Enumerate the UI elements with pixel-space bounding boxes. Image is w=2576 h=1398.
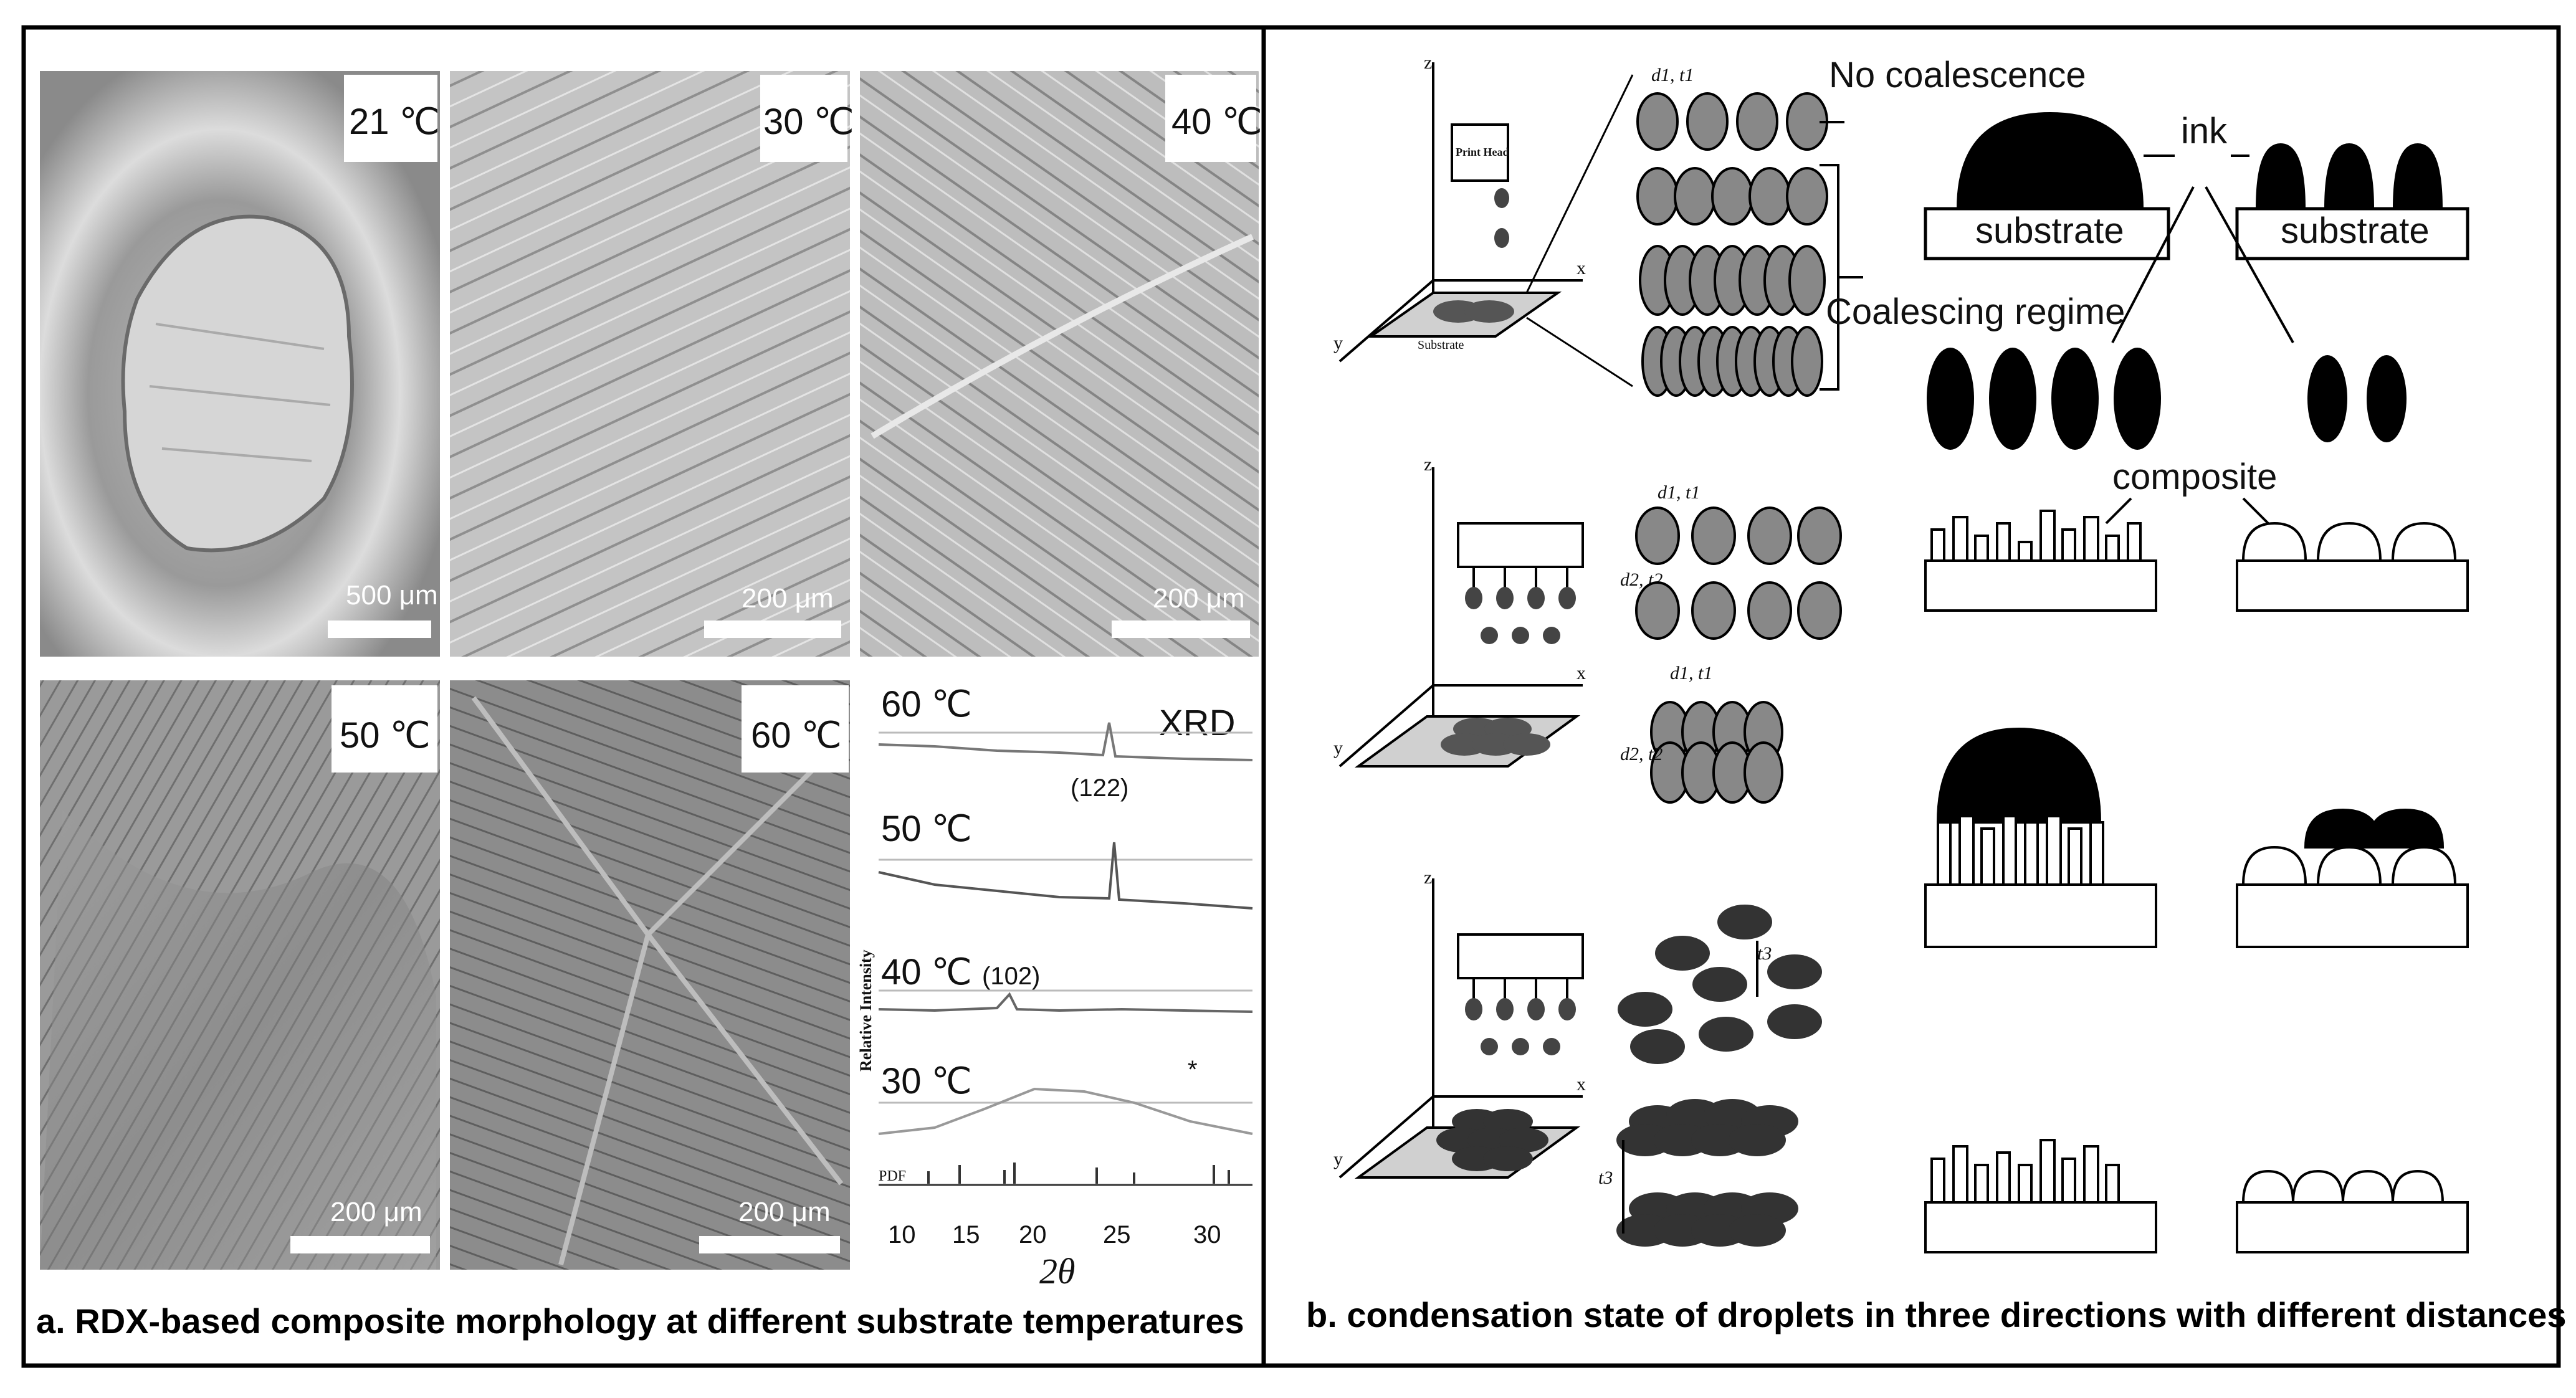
scale-label-30: 200 μm xyxy=(742,583,834,614)
scale-label-50: 200 μm xyxy=(330,1197,422,1227)
ink-label: ink xyxy=(2181,111,2228,151)
print-head-label: Print Head xyxy=(1456,146,1509,158)
param-t3: t3 xyxy=(1757,943,1772,964)
param-t3: t3 xyxy=(1598,1167,1613,1188)
scale-label-60: 200 μm xyxy=(738,1197,831,1227)
xrd-ylabel: Relative Intensity xyxy=(857,949,875,1072)
composite-label: composite xyxy=(2112,457,2277,497)
xrd-xtick: 20 xyxy=(1019,1221,1047,1248)
axis-x: x xyxy=(1577,663,1586,683)
printer-schematic-1: z x y Print Head Substrate xyxy=(1333,52,1634,388)
xrd-xticks: 10 15 20 25 30 xyxy=(888,1221,1221,1248)
param-d1t1: d1, t1 xyxy=(1670,663,1712,683)
xrd-xtick: 25 xyxy=(1103,1221,1131,1248)
axis-z: z xyxy=(1424,867,1432,888)
xrd-trace-label-50: 50 ℃ xyxy=(881,809,972,849)
xrd-pdf-label: PDF xyxy=(879,1168,906,1184)
temp-label-60: 60 ℃ xyxy=(751,715,842,756)
temp-label-21: 21 ℃ xyxy=(349,102,440,142)
droplet-grid-1: d1, t1 xyxy=(1636,65,1863,397)
scale-bar-21 xyxy=(328,621,431,638)
scale-label-40: 200 μm xyxy=(1153,583,1245,614)
sem-image-40c: 40 ℃ 200 μm xyxy=(860,71,1262,657)
ink-diagram: substrate substrate ink composite xyxy=(1924,111,2469,525)
xrd-star: * xyxy=(1188,1056,1198,1083)
axis-y: y xyxy=(1333,738,1343,758)
xrd-trace-60 xyxy=(878,722,1253,761)
xrd-trace-label-30: 30 ℃ xyxy=(881,1061,972,1101)
xrd-xtick: 30 xyxy=(1193,1221,1221,1248)
scale-bar-60 xyxy=(699,1236,840,1253)
scale-bar-30 xyxy=(704,621,841,638)
xrd-xtick: 15 xyxy=(952,1221,980,1248)
printer-schematic-3: z x y xyxy=(1333,867,1586,1179)
xrd-xlabel: 2θ xyxy=(1039,1251,1076,1291)
caption-b: b. condensation state of droplets in thr… xyxy=(1306,1295,2567,1334)
composite-structures xyxy=(1924,510,2469,1253)
scale-label-21: 500 μm xyxy=(346,580,438,611)
sem-image-50c: 50 ℃ 200 μm xyxy=(40,680,440,1270)
param-d1t1: d1, t1 xyxy=(1651,65,1694,85)
xrd-peak-102: (102) xyxy=(982,963,1040,990)
droplet-grid-2: d1, t1 d2, t2 d1, t1 d2, t2 xyxy=(1620,482,1842,804)
temp-label-30: 30 ℃ xyxy=(763,102,854,142)
param-d2t2: d2, t2 xyxy=(1620,744,1662,764)
xrd-xtick: 10 xyxy=(888,1221,916,1248)
substrate-label-left: substrate xyxy=(1975,211,2124,251)
axis-y: y xyxy=(1333,333,1343,353)
axis-x: x xyxy=(1577,1074,1586,1095)
xrd-trace-30 xyxy=(878,1087,1253,1135)
temp-label-50: 50 ℃ xyxy=(340,715,431,756)
axis-z: z xyxy=(1424,52,1432,73)
label-no-coalescence: No coalescence xyxy=(1829,55,2086,95)
scale-bar-50 xyxy=(290,1236,430,1253)
scale-bar-40 xyxy=(1112,621,1250,638)
axis-z: z xyxy=(1424,454,1432,475)
sem-image-21c: 21 ℃ 500 μm xyxy=(40,71,440,657)
printer-schematic-2: z x y xyxy=(1333,454,1586,768)
xrd-trace-label-60: 60 ℃ xyxy=(881,684,972,725)
substrate-label-small: Substrate xyxy=(1418,338,1464,352)
xrd-title: XRD xyxy=(1159,703,1235,743)
sem-image-30c: 30 ℃ 200 μm xyxy=(450,71,854,657)
xrd-trace-40 xyxy=(878,992,1253,1013)
label-coalescing-regime: Coalescing regime xyxy=(1826,292,2125,332)
xrd-pdf-lines xyxy=(927,1163,1230,1184)
droplet-stack-3: t3 t3 xyxy=(1598,905,1822,1247)
temp-label-40: 40 ℃ xyxy=(1171,102,1262,142)
axis-x: x xyxy=(1577,258,1586,278)
xrd-peak-122: (122) xyxy=(1071,774,1128,802)
sem-image-60c: 60 ℃ 200 μm xyxy=(450,680,850,1270)
param-d1t1: d1, t1 xyxy=(1658,482,1700,503)
print-head xyxy=(1451,123,1509,182)
substrate-label-right: substrate xyxy=(2281,211,2430,251)
caption-a: a. RDX-based composite morphology at dif… xyxy=(36,1301,1244,1341)
axis-y: y xyxy=(1333,1149,1343,1169)
xrd-trace-label-40: 40 ℃ xyxy=(881,952,972,992)
xrd-trace-50 xyxy=(878,842,1253,910)
xrd-plot: XRD Relative Intensity 60 ℃ 50 ℃ 40 ℃ 30… xyxy=(857,684,1253,1291)
